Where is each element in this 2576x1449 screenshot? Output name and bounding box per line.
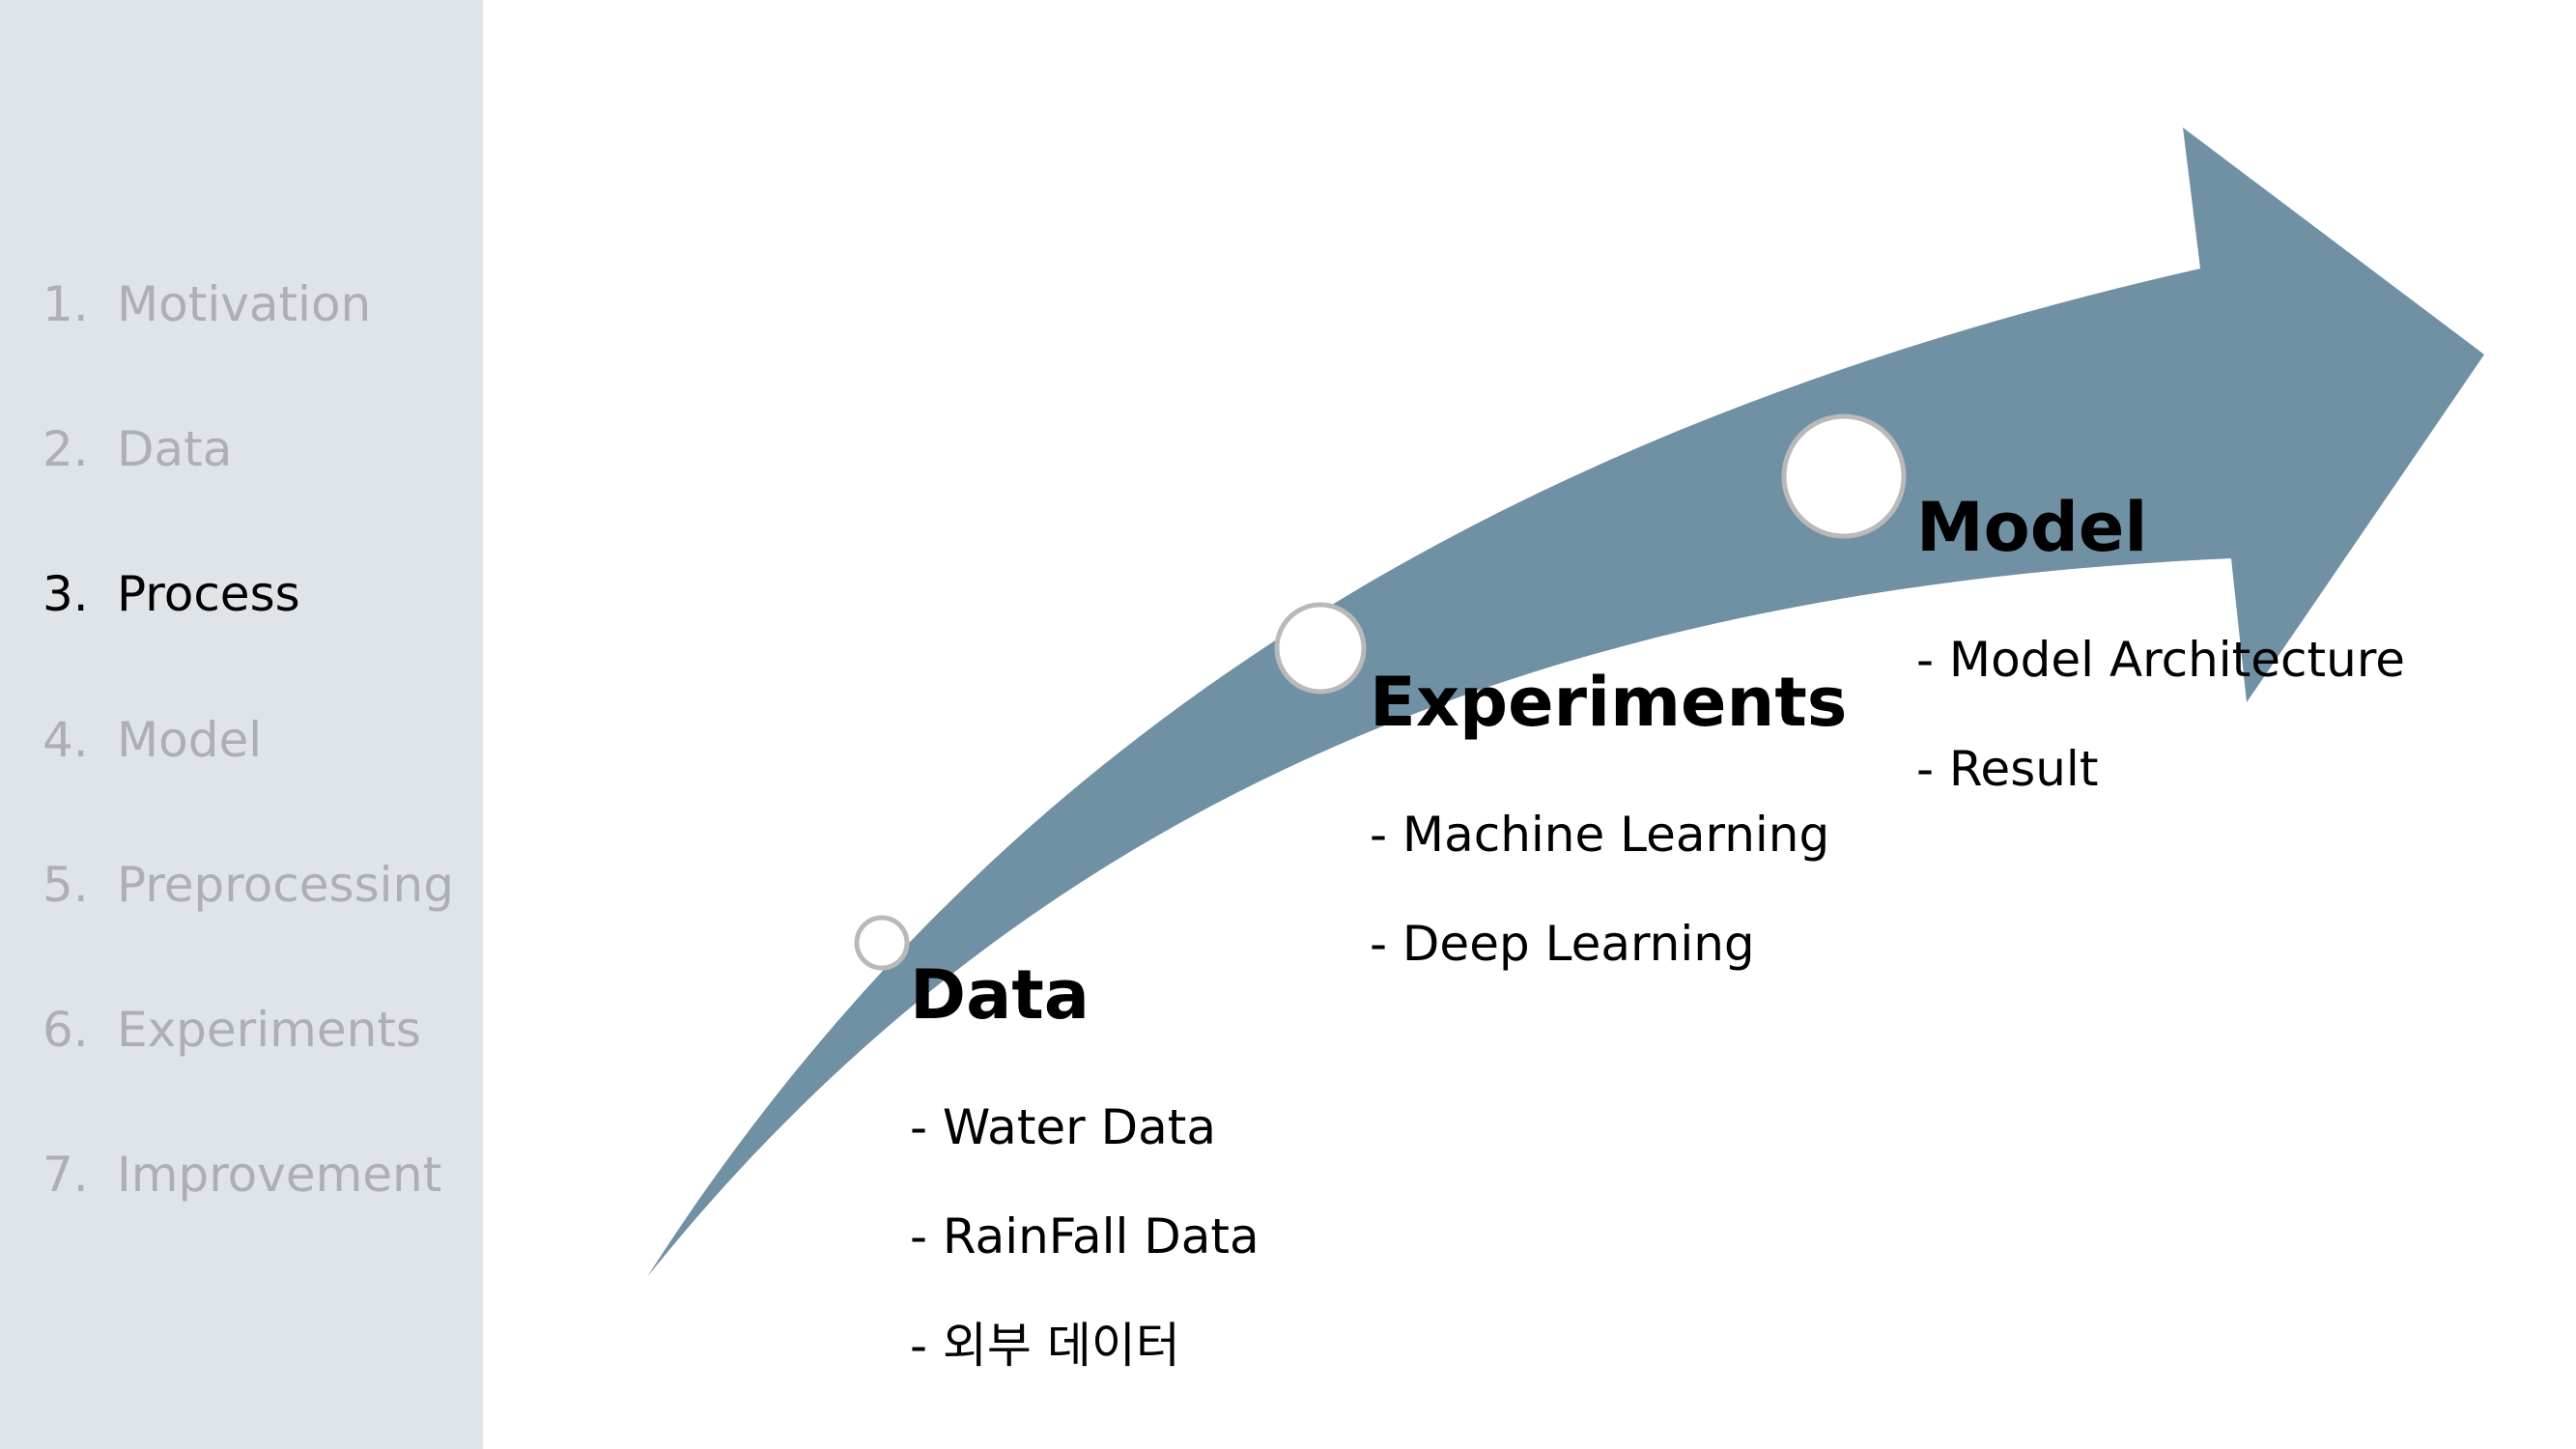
toc-item-model[interactable]: 4.Model — [42, 716, 262, 764]
stage-marker-experiments — [1274, 602, 1367, 695]
toc-item-process[interactable]: 3.Process — [42, 570, 300, 618]
toc-item-improvement[interactable]: 7.Improvement — [42, 1151, 441, 1199]
stage-item-machine-learning: - Machine Learning — [1370, 807, 1830, 863]
stage-item-result: - Result — [1916, 741, 2099, 797]
stage-item-deep-learning: - Deep Learning — [1370, 916, 1755, 972]
toc-label: Improvement — [117, 1147, 442, 1203]
toc-number: 7. — [42, 1147, 89, 1203]
stage-title-model: Model — [1916, 488, 2148, 567]
curved-arrow — [647, 128, 2484, 1277]
toc-number: 2. — [42, 421, 89, 477]
stage-title-data: Data — [910, 955, 1090, 1035]
toc-label: Motivation — [117, 276, 372, 332]
toc-item-motivation[interactable]: 1.Motivation — [42, 280, 371, 328]
toc-label: Experiments — [117, 1002, 421, 1058]
toc-number: 3. — [42, 566, 89, 622]
toc-item-experiments[interactable]: 6.Experiments — [42, 1006, 421, 1054]
toc-number: 5. — [42, 857, 89, 913]
sidebar-toc: 1.Motivation 2.Data 3.Process 4.Model 5.… — [0, 0, 483, 1449]
stage-item-water-data: - Water Data — [910, 1099, 1217, 1155]
stage-marker-data — [854, 915, 910, 971]
toc-label: Preprocessing — [117, 857, 454, 913]
toc-number: 1. — [42, 276, 89, 332]
toc-number: 6. — [42, 1002, 89, 1058]
stage-marker-model — [1781, 413, 1907, 539]
toc-item-data[interactable]: 2.Data — [42, 425, 232, 473]
toc-label: Data — [117, 421, 233, 477]
toc-item-preprocessing[interactable]: 5.Preprocessing — [42, 861, 454, 909]
toc-number: 4. — [42, 712, 89, 768]
stage-title-experiments: Experiments — [1370, 663, 1848, 742]
toc-label: Model — [117, 712, 263, 768]
toc-label: Process — [117, 566, 300, 622]
stage-item-rainfall-data: - RainFall Data — [910, 1208, 1260, 1264]
stage-item-model-architecture: - Model Architecture — [1916, 632, 2406, 688]
stage-item-external-data: - 외부 데이터 — [910, 1318, 1180, 1374]
